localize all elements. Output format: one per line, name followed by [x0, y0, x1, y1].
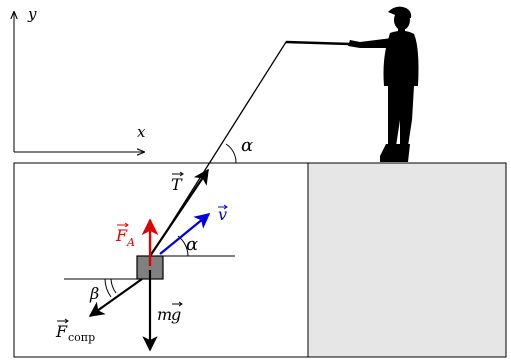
- x-axis-label: x: [137, 123, 146, 141]
- velocity-symbol: v: [218, 205, 227, 224]
- fisherman-arm: [348, 38, 392, 48]
- shore-region: [307, 162, 507, 358]
- fisherman-legs: [388, 86, 414, 146]
- line-angle-label: α: [241, 135, 253, 156]
- velocity-angle-arc: [177, 235, 189, 257]
- archimedes-label: F A: [115, 222, 135, 249]
- tension-symbol: T: [171, 175, 183, 194]
- drag-angle-arc-inner: [110, 278, 117, 294]
- gravity-symbol: g: [171, 305, 181, 324]
- velocity-label: v: [218, 204, 228, 224]
- fisherman-torso: [383, 30, 419, 86]
- fisherman-boots: [380, 144, 410, 162]
- coordinate-axes: y x: [14, 5, 146, 152]
- drag-force-arrow: [88, 278, 143, 317]
- fishing-rod: [285, 40, 351, 46]
- line-angle-arc: [225, 143, 237, 164]
- drag-angle-arc-outer: [104, 278, 112, 298]
- gravity-label: m g: [157, 301, 183, 324]
- drag-force-label: F сопр: [55, 318, 95, 344]
- y-axis-label: y: [27, 5, 37, 23]
- drag-angle-label: β: [89, 284, 99, 303]
- velocity-angle-label: α: [186, 234, 198, 255]
- fisherman-head: [394, 10, 410, 30]
- archimedes-symbol: F: [115, 226, 128, 245]
- drag-force-subscript: сопр: [68, 331, 95, 344]
- gravity-prefix: m: [157, 305, 172, 324]
- fisherman-figure: [348, 6, 419, 162]
- tension-label: T: [171, 171, 184, 194]
- tension-arrow: [149, 168, 209, 257]
- archimedes-subscript: A: [126, 236, 135, 249]
- velocity-arrow: [159, 213, 211, 255]
- drag-force-symbol: F: [55, 322, 68, 341]
